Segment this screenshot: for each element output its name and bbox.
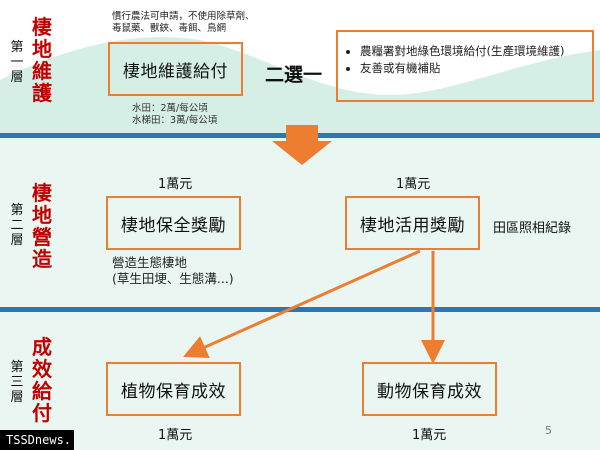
layer1-title: 棲地維護 [32,15,52,105]
layer3-left-amount: 1萬元 [158,428,193,443]
layer2-left-note: 營造生態棲地 (草生田埂、生態溝...) [112,255,282,287]
layer1-label: 第一層 [10,40,24,85]
animal-conservation-label: 動物保育成效 [377,381,482,402]
layer1-note-line: 毒鼠藥、獸鋏、毒餌、鳥網 [112,23,227,34]
plant-conservation-label: 植物保育成效 [121,381,226,402]
watermark-logo: TSSDnews. [0,430,74,450]
habitat-utilization-box: 棲地活用獎勵 [345,196,480,250]
layer1-note-top: 慣行農法可申請，不使用除草劑、 毒鼠藥、獸鋏、毒餌、鳥網 [112,11,272,35]
layer2-title: 棲地營造 [32,181,52,271]
lower-panel-background [0,135,600,450]
left-note-line: (草生田埂、生態溝...) [112,271,234,286]
hill-background [0,36,600,136]
layer1-note-line: 慣行農法可申請，不使用除草劑、 [112,11,255,22]
arrow-to-plant [183,249,421,359]
layer3-label: 第三層 [10,360,24,405]
layer-separator-2 [0,307,600,312]
down-arrow-icon [272,125,332,165]
layer2-left-amount: 1萬元 [158,177,193,192]
layer3-title: 成效給付 [32,335,52,425]
layer2-label: 第二層 [10,203,24,248]
habitat-conservation-box: 棲地保全獎勵 [106,196,241,250]
photo-record-note: 田區照相紀錄 [493,221,572,236]
plant-conservation-box: 植物保育成效 [106,362,241,416]
page-number: 5 [545,424,552,437]
options-list: 農糧署對地綠色環境給付(生產環境維護) 友善或有機補貼 [342,44,582,76]
option-item: 農糧署對地綠色環境給付(生產環境維護) [360,44,582,59]
layer3-right-amount: 1萬元 [412,428,447,443]
habitat-maintenance-box: 棲地維護給付 [108,42,243,96]
habitat-utilization-label: 棲地活用獎勵 [360,215,465,236]
option-item: 友善或有機補貼 [360,61,582,76]
rate-terrace: 水梯田：3萬/每公頃 [132,115,218,126]
rate-paddy: 水田：2萬/每公頃 [132,103,208,114]
choice-label: 二選一 [265,64,323,86]
options-box: 農糧署對地綠色環境給付(生產環境維護) 友善或有機補貼 [336,30,594,102]
animal-conservation-box: 動物保育成效 [362,362,497,416]
layer2-right-amount: 1萬元 [396,177,431,192]
habitat-maintenance-label: 棲地維護給付 [123,61,228,82]
left-note-line: 營造生態棲地 [112,255,188,270]
layer1-rates: 水田：2萬/每公頃 水梯田：3萬/每公頃 [132,103,252,127]
habitat-conservation-label: 棲地保全獎勵 [121,215,226,236]
